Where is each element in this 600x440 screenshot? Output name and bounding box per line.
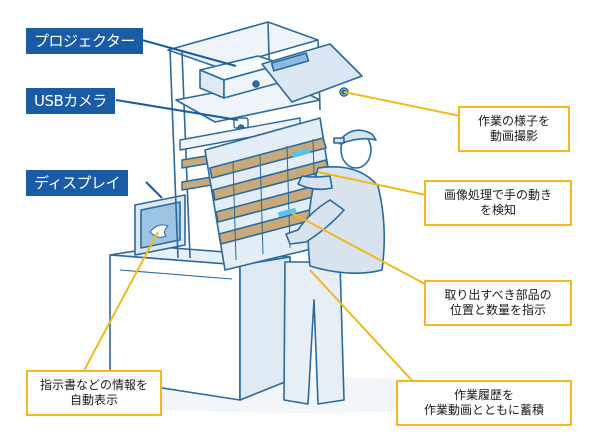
callout-detect-line-1: 画像処理で手の動き [443,188,552,202]
callout-record-line-2: 動画撮影 [489,129,538,143]
callout-auto-display-line-2: 自動表示 [69,393,118,407]
callout-record-line-1: 作業の様子を [477,114,550,128]
label-display: ディスプレイ [26,170,128,196]
callout-detect-line-2: を検知 [479,203,516,217]
label-usb-camera: USBカメラ [26,88,115,114]
callout-auto-display-line-1: 指示書などの情報を [39,378,148,392]
display-monitor [134,194,186,256]
callout-history-line-1: 作業履歴を [453,388,514,402]
callout-store-history: 作業履歴を 作業動画とともに蓄積 [396,380,572,426]
callout-history-line-2: 作業動画とともに蓄積 [423,403,544,417]
callout-auto-display: 指示書などの情報を 自動表示 [26,370,162,416]
callout-indicate-parts: 取り出すべき部品の 位置と数量を指示 [424,280,572,326]
label-pointer-lines [115,39,239,199]
callout-record-video: 作業の様子を 動画撮影 [458,106,570,152]
label-projector: プロジェクター [26,28,143,54]
worker [283,129,386,405]
callout-detect-hand: 画像処理で手の動き を検知 [424,180,572,226]
callout-lines [79,91,471,401]
callout-indicate-line-1: 取り出すべき部品の [444,288,552,302]
callout-indicate-line-2: 位置と数量を指示 [449,303,546,317]
